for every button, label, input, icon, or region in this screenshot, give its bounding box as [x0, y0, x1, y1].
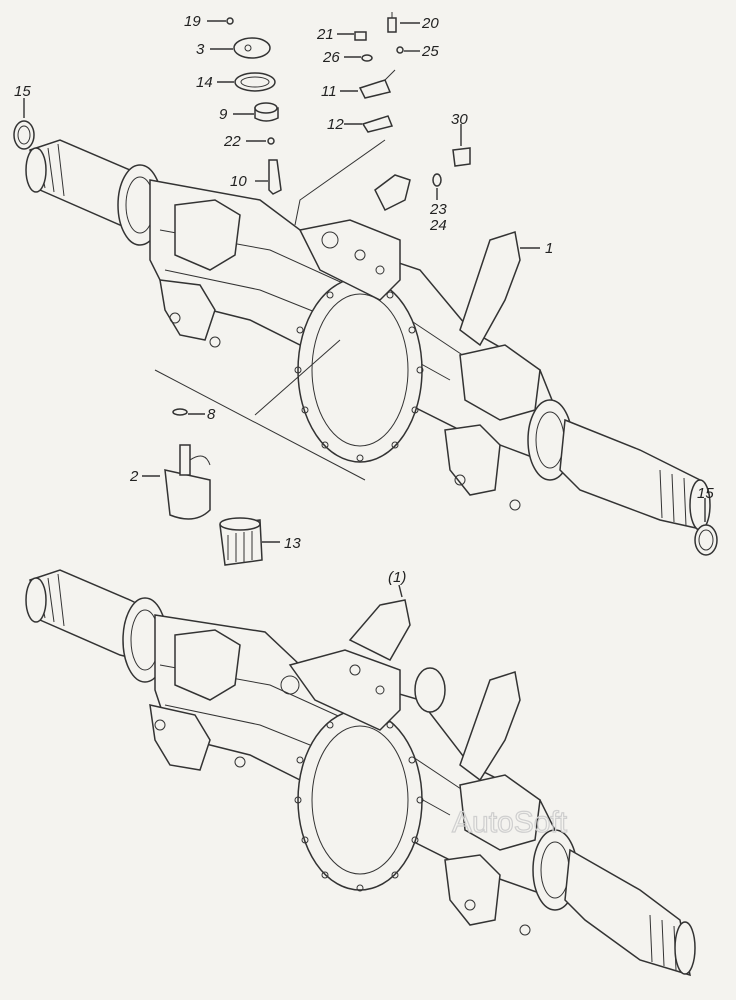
label-19: 19	[184, 13, 201, 30]
label-3: 3	[196, 41, 205, 58]
label-15-left: 15	[14, 83, 31, 100]
label-2: 2	[129, 468, 139, 485]
label-1: 1	[545, 240, 553, 257]
label-14: 14	[196, 74, 213, 91]
part-labels: 19 3 14 9 22 10 21 20 26 25 11 12 30 23 …	[14, 13, 714, 586]
label-11: 11	[321, 83, 337, 100]
label-25: 25	[421, 43, 439, 60]
label-20: 20	[421, 15, 439, 32]
ring-bolt-holes	[294, 291, 424, 462]
label-15-right: 15	[697, 485, 714, 502]
label-24: 24	[429, 217, 447, 234]
label-12: 12	[327, 116, 344, 133]
label-13: 13	[284, 535, 301, 552]
leader-lines	[23, 20, 706, 598]
label-22: 22	[223, 133, 241, 150]
small-parts	[13, 12, 718, 566]
axle-housing-upper	[25, 139, 711, 531]
axle-housing-lower	[25, 569, 696, 977]
label-30: 30	[451, 111, 468, 128]
label-10: 10	[230, 173, 247, 190]
label-21: 21	[316, 26, 334, 43]
ring-bolt-holes-lower	[294, 721, 424, 892]
label-8: 8	[207, 406, 216, 423]
label-1-reference: (1)	[388, 569, 406, 586]
label-23: 23	[429, 201, 447, 218]
label-9: 9	[219, 106, 228, 123]
label-26: 26	[322, 49, 340, 66]
watermark-text: AutoSoft	[452, 806, 568, 839]
